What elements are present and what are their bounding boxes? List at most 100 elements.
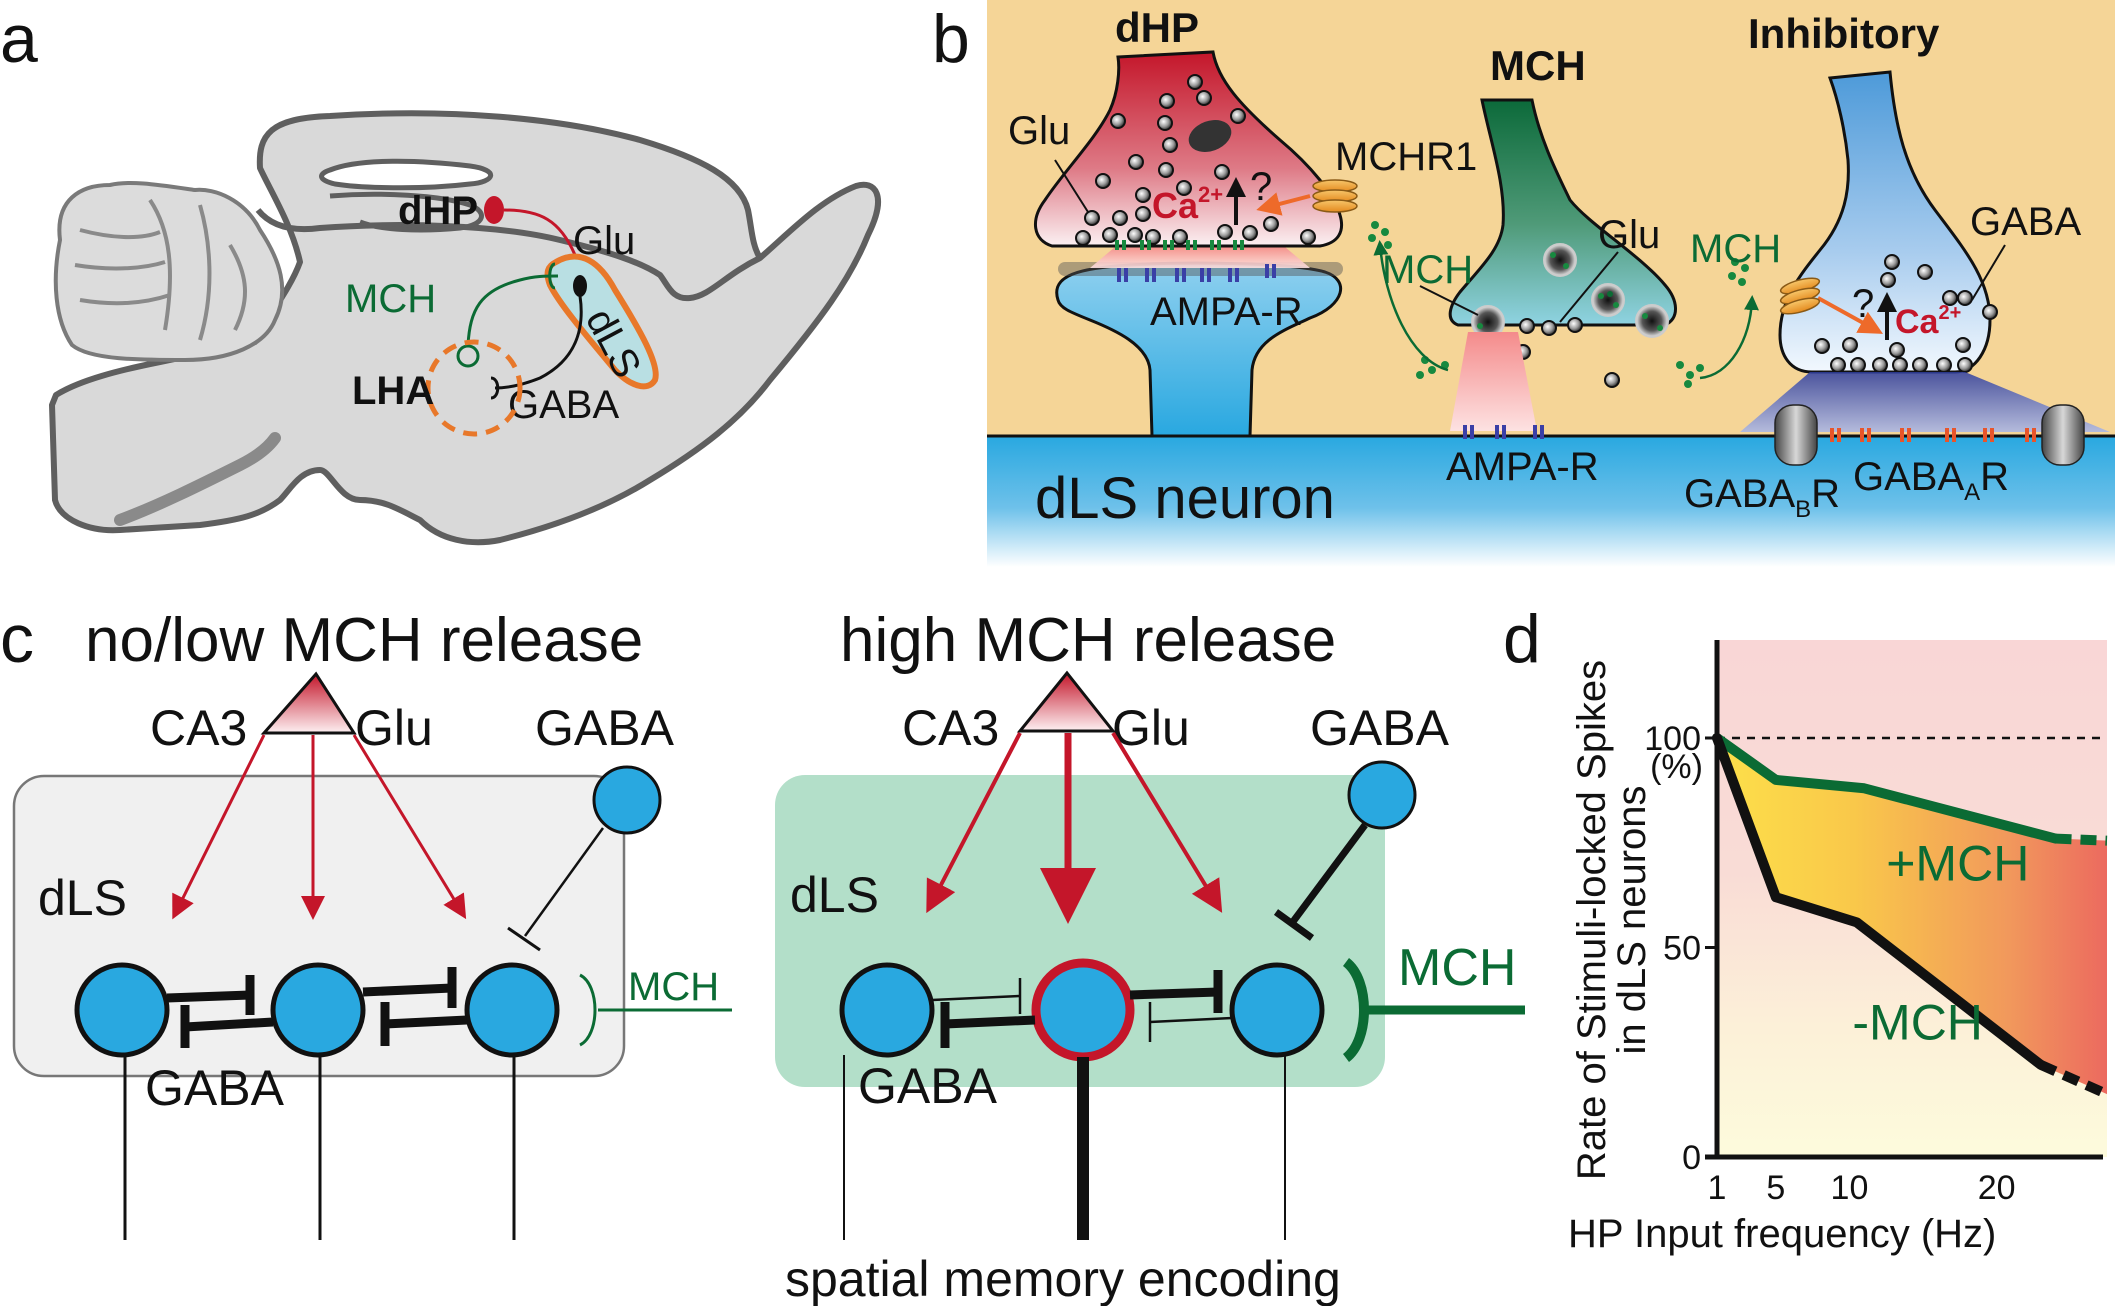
mchr1-signal-arrow-dhp bbox=[1256, 192, 1311, 216]
x-axis-title: HP Input frequency (Hz) bbox=[1568, 1212, 1996, 1256]
label-mch-released-right: MCH bbox=[1690, 227, 1781, 271]
label-mch-released-left: MCH bbox=[1382, 248, 1473, 292]
label-ca-inhibitory: Ca2+ bbox=[1895, 302, 1961, 341]
dls-neuron bbox=[573, 275, 587, 297]
label-gaba-inner-right: GABA bbox=[858, 1058, 998, 1114]
panel-label-b: b bbox=[932, 1, 970, 77]
label-ampa-mid: AMPA-R bbox=[1446, 445, 1599, 489]
label-gabaa-r: GABAAR bbox=[1853, 455, 2009, 506]
gaba-inhibition-bar-right bbox=[1273, 909, 1315, 941]
label-gaba: GABA bbox=[508, 383, 619, 427]
dls-neuron-2-right-active bbox=[1031, 958, 1135, 1062]
label-ca3-left: CA3 bbox=[150, 700, 247, 756]
y-tick-label: 100 bbox=[1644, 720, 1701, 758]
ampa-receptors-mid bbox=[1463, 425, 1544, 439]
x-tick-label: 5 bbox=[1766, 1169, 1785, 1207]
dls-neuron-2-left bbox=[270, 962, 366, 1058]
y-axis-unit: (%) bbox=[1650, 748, 1703, 786]
label-dls-neuron: dLS neuron bbox=[1035, 466, 1335, 531]
panel-label-d: d bbox=[1503, 601, 1541, 677]
glu-arrow-1-right bbox=[926, 732, 1022, 914]
series-extrapolation-plus-mch bbox=[2055, 833, 2108, 846]
panel-b: AMPA-R Glu dHP Ca2+ bbox=[987, 0, 2115, 567]
brainstem-line bbox=[114, 432, 281, 526]
label-ca3-right: CA3 bbox=[902, 700, 999, 756]
y-tick-label: 0 bbox=[1682, 1139, 1701, 1177]
panel-label-c: c bbox=[0, 601, 34, 677]
inhibitory-terminal bbox=[1778, 70, 1992, 374]
gaba-inhibition-line-left bbox=[523, 827, 605, 937]
label-dls-right: dLS bbox=[790, 867, 879, 923]
cerebellum bbox=[53, 180, 285, 363]
mch-neuron-soma bbox=[456, 344, 480, 368]
pointer-gaba bbox=[1971, 244, 2006, 301]
gaba-vesicles bbox=[1814, 254, 1998, 373]
series-extrapolation-minus-mch bbox=[2038, 1060, 2110, 1099]
title-no-low-mch: no/low MCH release bbox=[85, 606, 643, 675]
label-glu-dhp: Glu bbox=[1008, 109, 1070, 153]
question-mark-dhp: ? bbox=[1250, 165, 1272, 209]
label-ampa-spine: AMPA-R bbox=[1150, 290, 1303, 334]
cortex-fold bbox=[255, 208, 762, 302]
pointer-mch-vesicle bbox=[1419, 285, 1479, 316]
label-mch-right: MCH bbox=[1398, 939, 1516, 997]
panel-label-a: a bbox=[0, 1, 38, 77]
mutual-inhibition-left bbox=[166, 967, 468, 1048]
active-zone-dhp bbox=[1115, 240, 1244, 250]
label-gaba-inhibitory: GABA bbox=[1970, 200, 2081, 244]
mutual-inhibition-right bbox=[931, 970, 1233, 1048]
series-line-plus-mch bbox=[1712, 733, 2061, 844]
brain-outline bbox=[49, 110, 881, 546]
gaba-synapse bbox=[490, 376, 500, 400]
label-ca-dhp: Ca2+ bbox=[1152, 182, 1223, 226]
panel-c-right: high MCH release dLS CA3 Glu GABA GABA M… bbox=[775, 606, 1525, 1306]
ca3-neuron-right bbox=[1016, 670, 1117, 733]
gaba-inhibition-line-right bbox=[1289, 822, 1368, 926]
label-mch-left: MCH bbox=[628, 965, 719, 1009]
dhp-neuron bbox=[484, 196, 504, 224]
dls-neuron-body bbox=[987, 436, 2115, 567]
mch-synapse-left bbox=[579, 973, 597, 1047]
gaba-inhibition-bar-left bbox=[507, 926, 541, 952]
label-dls-left: dLS bbox=[38, 870, 127, 926]
dls-neuron-1-right bbox=[839, 962, 935, 1058]
title-high-mch: high MCH release bbox=[840, 606, 1336, 675]
y-axis-title-line-1: Rate of Stimuli-locked Spikes bbox=[1570, 660, 1614, 1180]
gabaa-receptors bbox=[1830, 428, 2036, 442]
pointer-glu-mch bbox=[1559, 251, 1619, 323]
dls-neuron-1-left bbox=[74, 962, 170, 1058]
mch-diffusion-arrow-right bbox=[1699, 295, 1759, 380]
gaba-interneuron-left bbox=[592, 765, 662, 835]
title-inhibitory-terminal: Inhibitory bbox=[1748, 10, 1940, 57]
hippocampus-outline bbox=[329, 191, 484, 233]
label-glu-mch: Glu bbox=[1598, 213, 1660, 257]
cleft-glow-inhibitory bbox=[1740, 372, 2110, 432]
mch-diffusion-arrow-left bbox=[1373, 240, 1449, 372]
x-tick-label: 10 bbox=[1831, 1169, 1869, 1207]
annotation-minus-mch: -MCH bbox=[1852, 995, 1983, 1051]
cleft-glow-mch bbox=[1450, 332, 1537, 431]
label-gaba-inner-left: GABA bbox=[145, 1060, 285, 1116]
label-spatial-memory-encoding: spatial memory encoding bbox=[785, 1251, 1341, 1306]
label-glu-right: Glu bbox=[1112, 700, 1190, 756]
lha-region bbox=[425, 339, 523, 437]
series-line-minus-mch bbox=[1712, 733, 2046, 1070]
y-tick-label: 50 bbox=[1663, 930, 1701, 968]
title-mch-terminal: MCH bbox=[1490, 42, 1586, 89]
y-axis-title-line-2: in dLS neurons bbox=[1610, 785, 1654, 1054]
x-tick-label: 1 bbox=[1708, 1169, 1727, 1207]
glu-vesicles-dhp bbox=[1075, 74, 1316, 246]
label-gaba-top-right: GABA bbox=[1310, 700, 1450, 756]
gabab-receptor-left bbox=[1774, 404, 1818, 466]
gaba-interneuron-right bbox=[1347, 760, 1417, 830]
mch-peptide-dots bbox=[1368, 221, 1749, 388]
label-gaba-top-left: GABA bbox=[535, 700, 675, 756]
dls-neuron-3-right bbox=[1229, 962, 1325, 1058]
gabab-receptor-right bbox=[2041, 404, 2085, 466]
ampa-receptors-spine bbox=[1117, 264, 1276, 282]
gaba-projection bbox=[494, 295, 583, 390]
pointer-glu-dhp bbox=[1054, 159, 1089, 213]
region-label-dhp: dHP bbox=[398, 189, 478, 233]
hippocampus-ventricle bbox=[319, 158, 494, 191]
